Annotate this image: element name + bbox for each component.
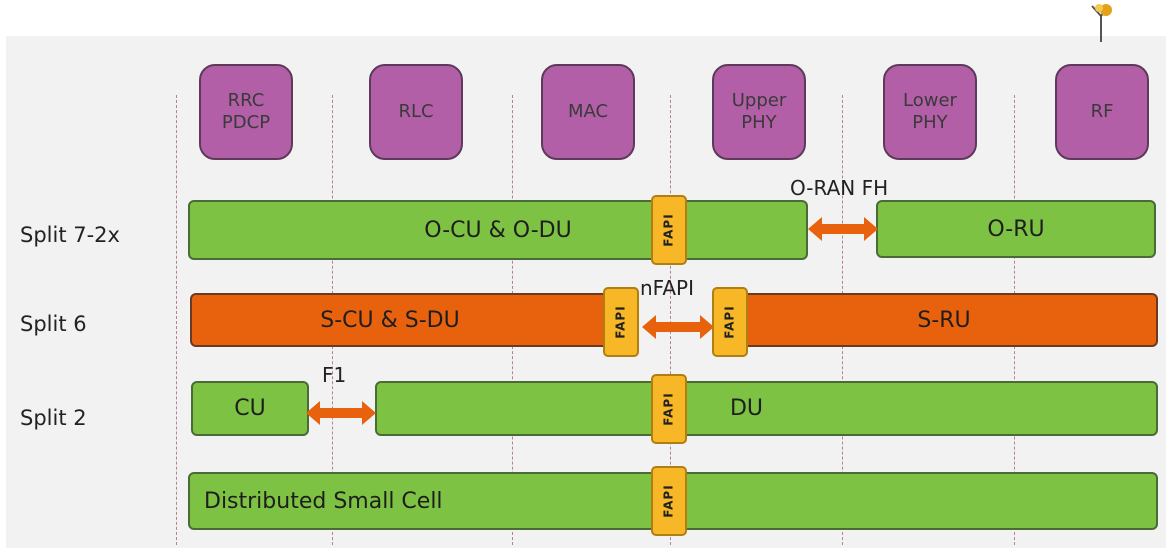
row-label-split-6: Split 6 [20,312,87,336]
interface-label-f1: F1 [322,363,347,387]
fapi-tag: FAPI [651,195,687,265]
bar-s-ru: S-RU [730,293,1158,347]
fapi-tag: FAPI [603,287,639,357]
layer-separator-line [176,95,177,545]
row-label-split-7-2x: Split 7-2x [20,223,120,247]
row-label-split-2: Split 2 [20,406,87,430]
fapi-tag-label: FAPI [723,305,737,339]
layer-label-line1: RLC [398,101,434,122]
layer-separator-line [670,95,671,545]
layer-label-line1: Upper [731,90,787,111]
layer-label-line2: PDCP [221,112,271,133]
fapi-tag: FAPI [651,466,687,536]
layer-box-rlc: RLC [369,64,463,160]
fapi-tag-label: FAPI [662,392,676,426]
fapi-tag-label: FAPI [614,305,628,339]
bar-cu: CU [191,381,309,436]
bar-o-ru: O-RU [876,200,1156,258]
layer-label-line1: MAC [567,101,609,122]
interface-label-nfapi: nFAPI [640,276,694,300]
interface-label-o-ran-fh: O-RAN FH [790,176,889,200]
layer-label-line1: Lower [903,90,957,111]
layer-box-rf: RF [1055,64,1149,160]
layer-label-line1: RF [1090,101,1114,122]
bar-o-cu-o-du: O-CU & O-DU [188,200,808,260]
fapi-tag-label: FAPI [662,213,676,247]
layer-box-mac: MAC [541,64,635,160]
bar-s-cu-s-du: S-CU & S-DU [190,293,620,347]
layer-label-line2: PHY [912,112,948,133]
bar-du: DU [375,381,1158,436]
antenna-icon [1091,4,1112,42]
fapi-tag: FAPI [712,287,748,357]
layer-label-line2: PHY [741,112,777,133]
double-arrow-icon [642,315,714,339]
fapi-tag-label: FAPI [662,484,676,518]
layer-label-line1: RRC [227,90,265,111]
double-arrow-icon [306,401,376,425]
double-arrow-icon [808,217,878,241]
fapi-tag: FAPI [651,374,687,444]
